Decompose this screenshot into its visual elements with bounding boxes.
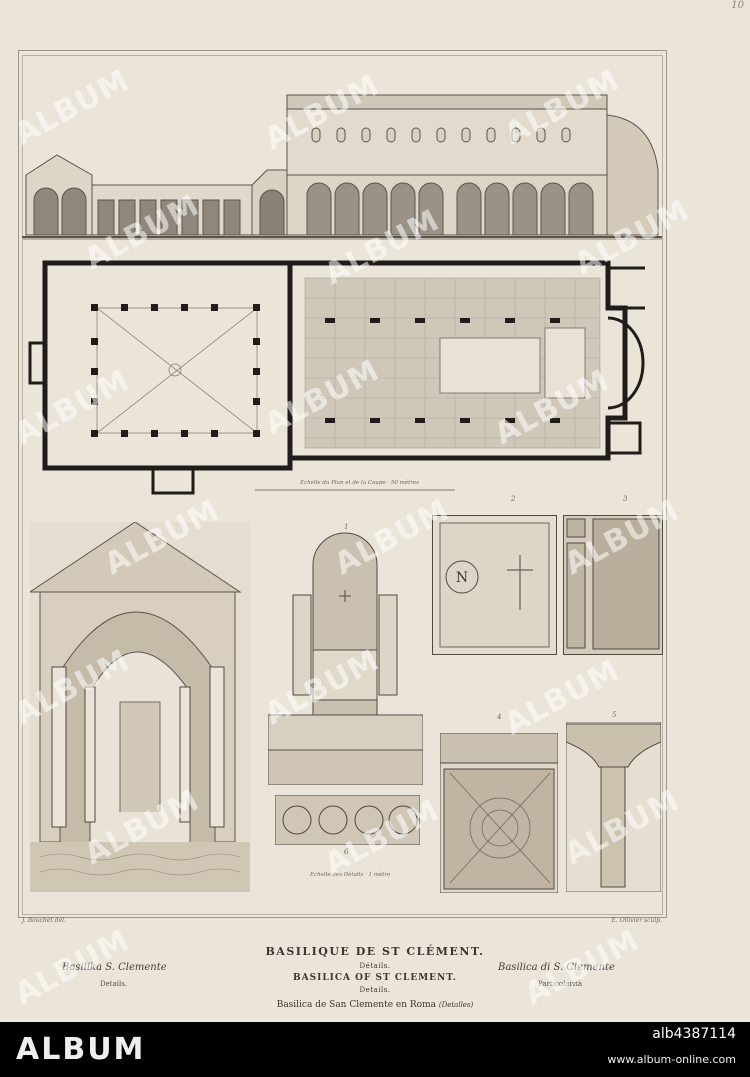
caption-spanish: Basilica de San Clemente en Roma (Detall… [0, 1000, 750, 1010]
figure-number-1: 1 [344, 523, 349, 531]
caption-subtitle-en: Details. [359, 986, 391, 994]
caption-spanish-note: (Detalles) [438, 1001, 474, 1009]
caption-italian-sub: Particolarità [538, 980, 583, 988]
frieze-fragment-drawing [275, 795, 420, 845]
portico-perspective-drawing [30, 522, 250, 892]
lattice-panel-drawing [563, 515, 663, 655]
plate-border-outer [18, 50, 667, 918]
album-logo: ALBUM [16, 1032, 146, 1067]
page-number: 10 [731, 0, 744, 11]
site-url: www.album-online.com [607, 1053, 736, 1066]
svg-text:N: N [456, 570, 468, 586]
credit-draftsman: J. Bouchet del. [22, 917, 66, 924]
basilica-floor-plan [28, 260, 645, 495]
episcopal-chair-drawing [268, 532, 423, 730]
details-scale-label: Echelle des Détails · 1 mètre [310, 872, 391, 878]
figure-number-6: 6 [344, 848, 349, 856]
figure-number-2: 2 [511, 495, 516, 503]
image-id: alb4387114 [652, 1026, 736, 1042]
plan-scale-label: Echelle du Plan et de la Coupe · 50 mètr… [300, 480, 420, 486]
figure-number-3: 3 [623, 495, 628, 503]
chair-base-blocks [268, 715, 423, 785]
caption-title-fr: BASILIQUE DE ST CLÉMENT. [265, 945, 485, 958]
monogram-panel-drawing: N [432, 515, 557, 655]
figure-number-5: 5 [612, 711, 617, 719]
engraving-page: 10 [0, 0, 750, 1013]
cosmatesque-panel-drawing [440, 733, 558, 893]
caption-title-en: BASILICA OF ST CLEMENT. [293, 973, 457, 983]
caption-german-title: Basilika S. Clemente [62, 962, 167, 973]
plate-border-inner [22, 55, 663, 915]
basilica-elevation-drawing [22, 94, 662, 240]
caption-german-sub: Details. [100, 980, 128, 988]
column-profile-drawing [566, 722, 661, 892]
credit-engraver: E. Ollivier sculp. [611, 917, 662, 924]
caption-spanish-title: Basilica de San Clemente en Roma [276, 1000, 436, 1010]
caption-italian-title: Basilica di S. Clemente [498, 962, 615, 973]
figure-number-4: 4 [497, 713, 502, 721]
footer-bar: ALBUM alb4387114 www.album-online.com [0, 1022, 750, 1077]
caption-subtitle-fr: Détails. [359, 962, 391, 970]
